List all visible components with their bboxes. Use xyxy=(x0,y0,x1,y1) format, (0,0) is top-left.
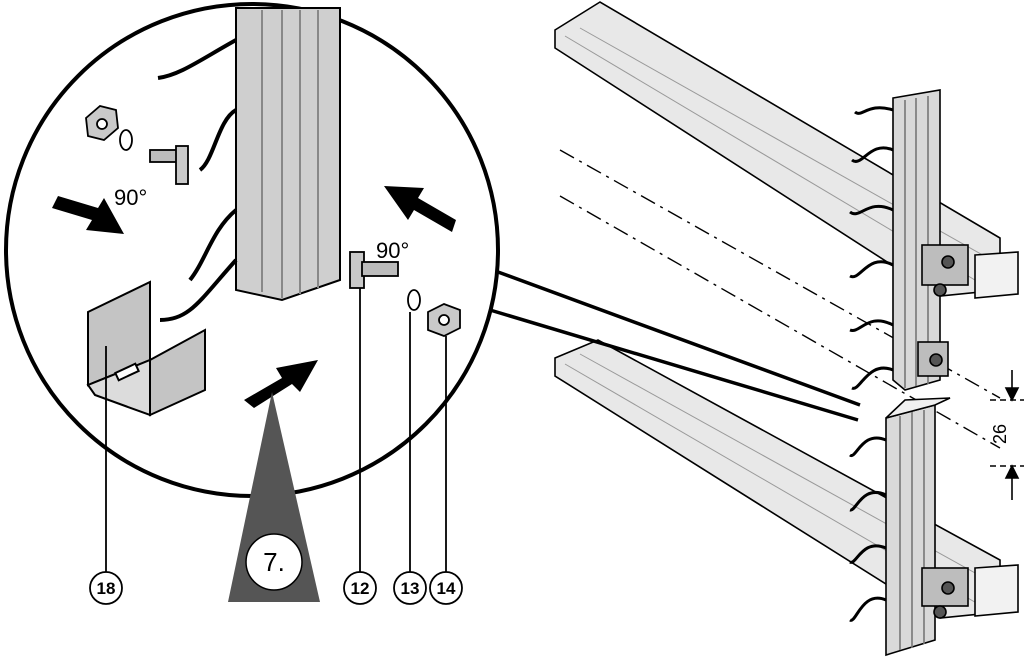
upper-cable-profile xyxy=(892,89,941,391)
part-callouts xyxy=(89,288,463,605)
rotation-angle-left: 90° xyxy=(114,185,147,210)
callout-14: 14 xyxy=(437,579,456,598)
step-badge xyxy=(245,533,303,591)
lower-brackets xyxy=(921,567,969,619)
callout-leader xyxy=(489,270,861,422)
left-hardware xyxy=(85,105,189,185)
dimension-label: 26 xyxy=(990,424,1010,444)
direction-arrows xyxy=(52,186,456,408)
callout-13: 13 xyxy=(401,579,420,598)
u-bracket xyxy=(86,280,206,417)
callout-18: 18 xyxy=(97,579,116,598)
detail-profile xyxy=(235,7,341,302)
upper-rail xyxy=(554,1,1019,299)
dimension-marker xyxy=(990,370,1024,500)
lower-cable-loops xyxy=(849,436,887,622)
callout-12: 12 xyxy=(351,579,370,598)
right-hardware xyxy=(349,251,461,337)
upper-brackets xyxy=(917,244,969,377)
upper-cable-loops xyxy=(849,106,894,390)
step-number: 7. xyxy=(263,547,285,577)
rotation-angle-right: 90° xyxy=(376,238,409,263)
detail-cables xyxy=(157,38,238,322)
